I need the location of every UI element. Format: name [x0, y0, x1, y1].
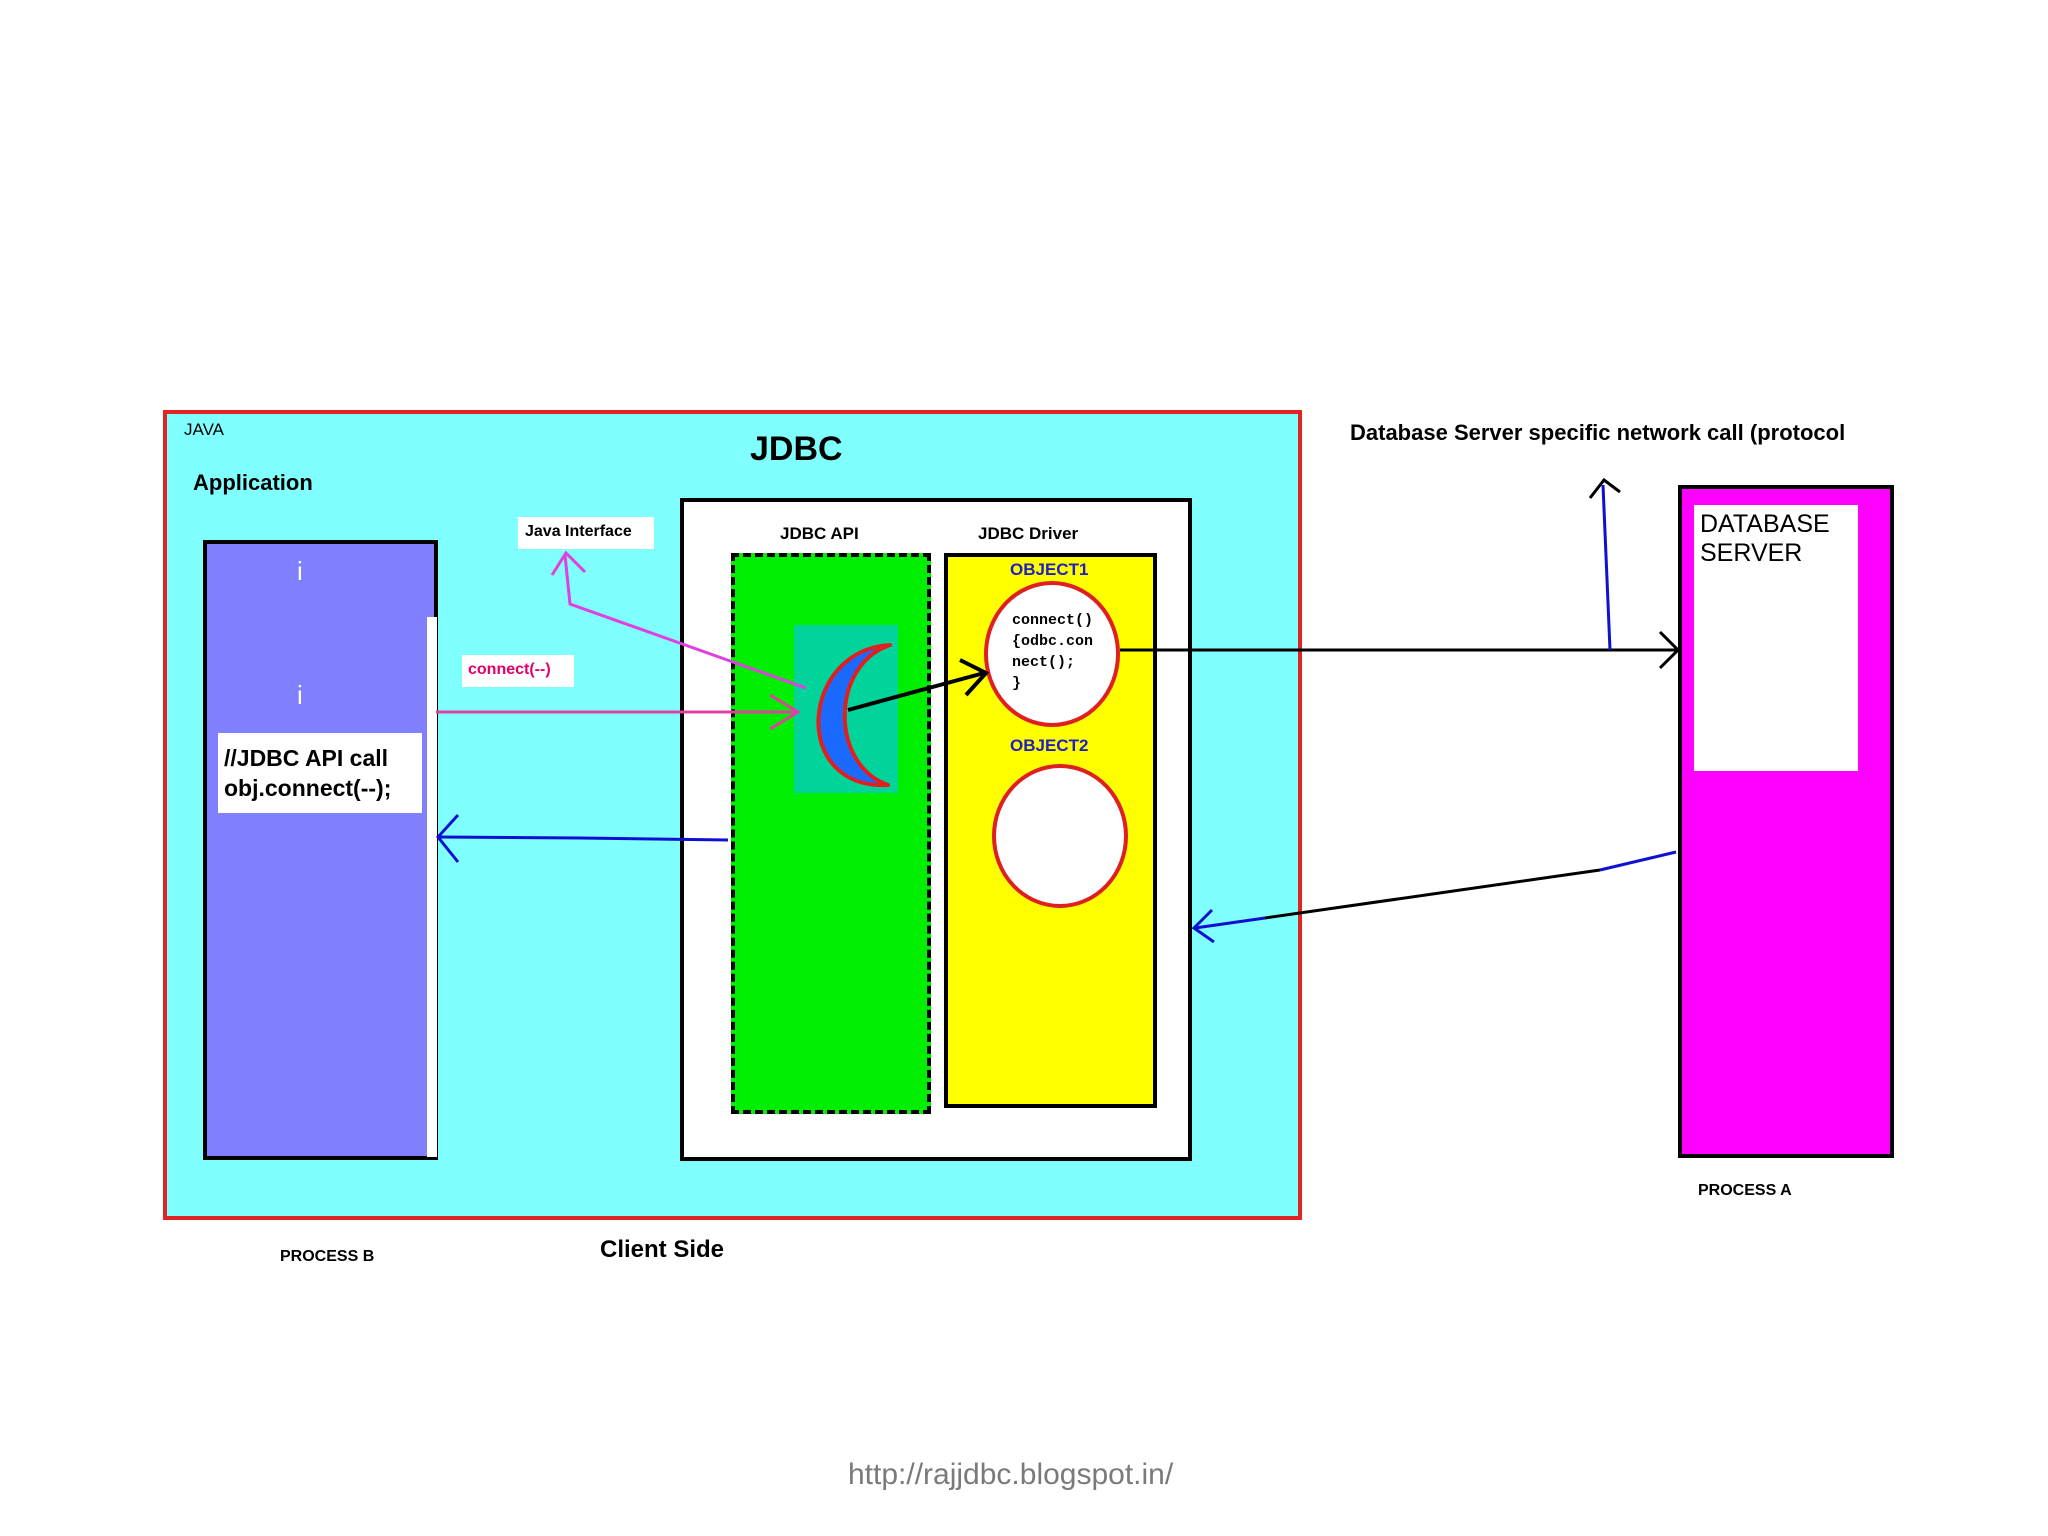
object1-circle — [984, 581, 1120, 727]
network-call-arrowhead — [1588, 477, 1621, 499]
java-interface-moon-icon — [816, 643, 892, 788]
object2-label: OBJECT2 — [1010, 736, 1089, 755]
process-b-dot-mark: i — [297, 680, 303, 710]
connect-call-arrow — [436, 693, 801, 731]
code-line: obj.connect(--); — [224, 775, 392, 801]
jdbc-api-call-code-box — [218, 733, 422, 813]
object1-code-line: } — [1012, 675, 1022, 692]
object1-code-line: {odbc.con — [1012, 633, 1094, 650]
object2-circle — [992, 764, 1128, 908]
database-server-label-line: SERVER — [1700, 539, 1803, 567]
object1-label: OBJECT1 — [1010, 560, 1089, 579]
database-server-label-panel — [1694, 505, 1858, 771]
network-call-label: Database Server specific network call (p… — [1350, 420, 1846, 445]
database-server-label: DATABASE SERVER — [1700, 510, 1830, 568]
moon-to-object1-arrow — [847, 658, 990, 712]
java-interface-pointer-arrow — [550, 550, 807, 690]
process-a-label: PROCESS A — [1698, 1182, 1792, 1199]
object1-code-line: nect(); — [1012, 654, 1076, 671]
jdbc-api-label: JDBC API — [780, 524, 859, 543]
network-call-pointer-arrow — [1601, 484, 1612, 651]
connect-label-box — [462, 655, 574, 687]
java-interface-label: Java Interface — [525, 523, 632, 540]
code-line: //JDBC API call — [224, 745, 389, 771]
api-return-arrow — [436, 813, 729, 863]
process-b-edge-strip — [427, 617, 437, 1157]
database-return-arrow — [1191, 850, 1677, 944]
object1-code: connect() {odbc.con nect(); } — [1012, 610, 1093, 694]
java-interface-label-box — [518, 517, 654, 549]
database-server-label-line: DATABASE — [1700, 510, 1830, 538]
connect-call-label: connect(--) — [468, 661, 551, 678]
application-label: Application — [193, 470, 313, 495]
jdbc-api-call-code: //JDBC API call obj.connect(--); — [224, 743, 391, 803]
process-b-application-box — [203, 540, 438, 1160]
process-b-label: PROCESS B — [280, 1248, 375, 1265]
object1-to-database-arrow — [1120, 630, 1681, 670]
jdbc-driver-label: JDBC Driver — [978, 524, 1079, 543]
java-label: JAVA — [184, 420, 224, 439]
footer-url: http://rajjdbc.blogspot.in/ — [848, 1458, 1174, 1491]
jdbc-title: JDBC — [750, 430, 843, 468]
client-side-label: Client Side — [600, 1236, 725, 1263]
process-b-dot-mark: i — [297, 556, 303, 586]
object1-code-line: connect() — [1012, 612, 1094, 629]
